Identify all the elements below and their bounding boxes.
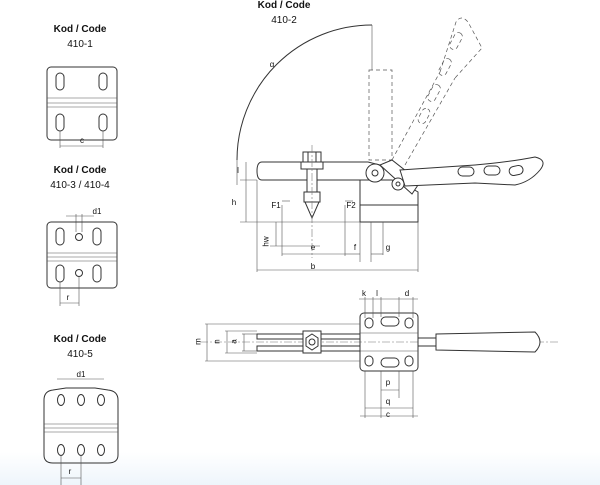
dim-b: b (310, 262, 316, 271)
variant-3-dim-d1: d1 (76, 370, 86, 379)
dim-l-top: l (376, 289, 378, 298)
variant-3-header: Kod / Code (53, 334, 107, 345)
dim-l-side: l (237, 166, 239, 175)
main-header: Kod / Code (257, 0, 311, 11)
dim-q: q (385, 397, 391, 406)
top-view (200, 297, 560, 418)
variant-2-dim-d1: d1 (92, 207, 102, 216)
bottom-fade (0, 452, 600, 485)
dim-F1: F1 (271, 201, 281, 210)
dim-a: a (229, 339, 239, 344)
base-plate-410-5 (43, 378, 119, 485)
main-code: 410-2 (271, 15, 297, 26)
dim-g: g (385, 243, 391, 252)
variant-2-code: 410-3 / 410-4 (50, 180, 110, 191)
variant-2-dim-r: r (66, 293, 70, 302)
variant-3-dim-r: r (68, 467, 72, 476)
dim-p: p (385, 378, 391, 387)
dim-f: f (353, 243, 357, 252)
variant-1-header: Kod / Code (53, 24, 107, 35)
base-plate-410-3 (46, 214, 118, 306)
dim-alpha: α (269, 60, 275, 69)
variant-1-dim-c: c (80, 136, 84, 145)
dim-h: h (231, 198, 237, 207)
dim-hw: hw (261, 236, 271, 247)
dim-c-top: c (386, 410, 390, 419)
dim-m: m (193, 338, 203, 345)
variant-3-code: 410-5 (67, 349, 93, 360)
base-plate-410-1 (46, 66, 118, 148)
dim-k: k (362, 289, 366, 298)
dim-F2: F2 (346, 201, 356, 210)
dim-e: e (310, 243, 316, 252)
dim-n: n (212, 339, 222, 344)
dim-d: d (404, 289, 410, 298)
variant-1-code: 410-1 (67, 39, 93, 50)
variant-2-header: Kod / Code (53, 165, 107, 176)
side-view (236, 17, 544, 272)
